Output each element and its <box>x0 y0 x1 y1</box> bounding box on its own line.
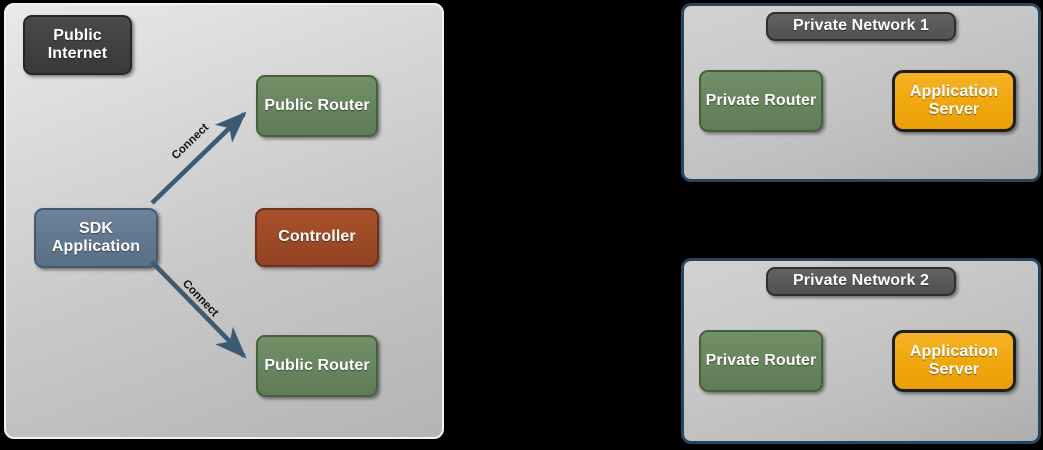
private-network-2-title: Private Network 2 <box>766 267 956 296</box>
private-network-1-private-router-node[interactable]: Private Router <box>699 70 823 132</box>
private-network-2-private-router-node[interactable]: Private Router <box>699 330 823 392</box>
private-network-1-title: Private Network 1 <box>766 12 956 41</box>
controller-node[interactable]: Controller <box>255 208 379 267</box>
public-internet-panel: Public Internet SDK Application Public R… <box>4 3 444 439</box>
sdk-application-node[interactable]: SDK Application <box>34 208 158 268</box>
private-network-2-application-server-node[interactable]: Application Server <box>892 330 1016 392</box>
public-internet-label: Public Internet <box>23 15 132 75</box>
public-router-bottom-node[interactable]: Public Router <box>256 335 378 397</box>
public-router-top-node[interactable]: Public Router <box>256 75 378 137</box>
private-network-1-application-server-node[interactable]: Application Server <box>892 70 1016 132</box>
